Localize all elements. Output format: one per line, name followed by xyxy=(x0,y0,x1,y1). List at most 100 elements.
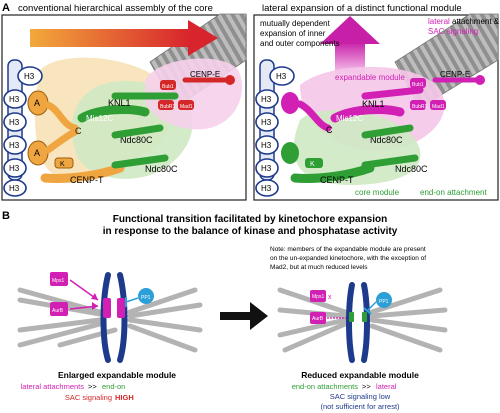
svg-text:H3: H3 xyxy=(276,72,287,81)
mis12c-label: Mis12C xyxy=(86,114,113,123)
note-line-2: on the un-expanded kinetochore, with the… xyxy=(270,255,426,262)
nucleosome-column-right: H3 H3 H3 H3 H3 H3 xyxy=(255,59,295,197)
left-caption-line-3: SAC signaling HIGH xyxy=(65,393,134,402)
right-caption-title: Reduced expandable module xyxy=(301,370,419,380)
core-module-right: K CENP-T Ndc80C Ndc80C core module xyxy=(290,124,428,197)
svg-text:AurB: AurB xyxy=(52,308,64,314)
chromosome-right xyxy=(346,282,370,363)
h3-nucleosome: H3 xyxy=(3,179,27,197)
pink-blob-left xyxy=(145,58,243,130)
svg-text:A: A xyxy=(34,148,40,158)
phosphatase-pp1-left: PP1 xyxy=(125,288,154,307)
note-line-1: Note: members of the expandable module a… xyxy=(270,246,426,253)
svg-text:C: C xyxy=(326,125,333,135)
svg-text:BubR1: BubR1 xyxy=(412,104,428,110)
svg-text:Mad1: Mad1 xyxy=(432,104,445,110)
expandable-module-label: expandable module xyxy=(335,73,405,82)
cenp-t-label: CENP-T xyxy=(70,175,104,185)
svg-text:BubR1: BubR1 xyxy=(160,104,176,110)
svg-text:Mad1: Mad1 xyxy=(180,104,193,110)
h3-nucleosome: H3 xyxy=(255,112,279,132)
ndc80c-label-1: Ndc80C xyxy=(120,135,153,145)
h3-nucleosome: H3 xyxy=(3,158,27,178)
h3-nucleosome: H3 xyxy=(255,135,279,155)
mutual-text-3: and outer components xyxy=(260,39,340,48)
left-caption-title: Enlarged expandable module xyxy=(58,370,176,380)
kinase-aurb-right: AurB xyxy=(310,312,346,324)
knl1-label: KNL1 xyxy=(108,98,131,108)
svg-text:Bub1: Bub1 xyxy=(412,82,424,88)
ndc80c-label-2: Ndc80C xyxy=(145,164,178,174)
cenp-k-label: K xyxy=(60,161,65,168)
mis12c-knl1-left: Mis12C KNL1 Ndc80C Ndc80C xyxy=(77,92,179,174)
inhibition-x: x xyxy=(328,294,332,301)
svg-text:H3: H3 xyxy=(9,164,20,173)
svg-text:AurB: AurB xyxy=(312,316,324,322)
right-caption-line-2: end-on attachments >> lateral xyxy=(292,382,397,391)
kinase-mps1-left: Mps1 xyxy=(50,272,99,301)
h3-nucleosome: H3 xyxy=(3,112,27,132)
svg-text:H3: H3 xyxy=(261,118,272,127)
spindle-left xyxy=(17,287,203,353)
svg-text:>>: >> xyxy=(88,382,97,391)
svg-text:H3: H3 xyxy=(261,184,272,193)
cenp-e-left: Bub1 BubR1 Mad1 CENP-E xyxy=(158,70,235,110)
panel-b-title-1: Functional transition facilitated by kin… xyxy=(113,214,388,225)
chromosome-left xyxy=(100,272,128,363)
svg-text:Ndc80C: Ndc80C xyxy=(370,135,403,145)
mutual-text-2: expansion of inner xyxy=(260,29,326,38)
gradient-arrow xyxy=(30,20,218,56)
svg-text:H3: H3 xyxy=(9,95,20,104)
panel-b-letter: B xyxy=(2,210,10,222)
h3-nucleosome: H3 xyxy=(17,66,43,86)
cenp-a-left: A A C K CENP-T xyxy=(27,90,125,185)
svg-text:Mps1: Mps1 xyxy=(312,294,324,300)
svg-text:H3: H3 xyxy=(9,184,20,193)
svg-text:PP1: PP1 xyxy=(141,295,151,301)
svg-text:end-on: end-on xyxy=(102,382,125,391)
panel-a-right-title: lateral expansion of a distinct function… xyxy=(262,3,462,14)
attachment-amp-label: attachment & xyxy=(452,17,500,26)
panel-a-letter: A xyxy=(2,2,10,14)
svg-text:H3: H3 xyxy=(261,164,272,173)
h3-nucleosome: H3 xyxy=(255,158,279,178)
left-caption-line-2: lateral attachments >> end-on xyxy=(21,382,126,391)
svg-text:Ndc80C: Ndc80C xyxy=(395,164,428,174)
svg-text:CENP-E: CENP-E xyxy=(440,70,470,79)
end-on-attachment-label: end-on attachment xyxy=(420,188,487,197)
note-line-3: Mad2, but at much reduced levels xyxy=(270,264,368,271)
phosphatase-pp1-right: PP1 xyxy=(363,292,392,315)
svg-text:H3: H3 xyxy=(24,72,35,81)
h3-nucleosome: H3 xyxy=(3,89,27,109)
svg-text:KNL1: KNL1 xyxy=(362,99,385,109)
nucleosome-column-left: H3 H3 H3 H3 H3 H3 xyxy=(3,59,43,197)
svg-text:CENP-T: CENP-T xyxy=(320,175,354,185)
kinase-mps1-right: Mps1 x xyxy=(310,290,332,302)
panel-b-title-2: in response to the balance of kinase and… xyxy=(103,226,398,237)
svg-text:end-on attachments: end-on attachments xyxy=(292,382,359,391)
svg-text:HIGH: HIGH xyxy=(115,393,134,402)
svg-text:A: A xyxy=(34,98,40,108)
svg-text:H3: H3 xyxy=(9,118,20,127)
cenp-e-label: CENP-E xyxy=(190,70,220,79)
expandable-module-right: C Mis12C KNL1 expandable module Bub1 Bub… xyxy=(281,70,485,164)
svg-text:lateral attachments: lateral attachments xyxy=(21,382,85,391)
svg-text:Mis12C: Mis12C xyxy=(336,114,363,123)
right-caption-sac: SAC signaling low xyxy=(330,392,391,401)
sac-signaling-label: SAC signaling xyxy=(428,27,478,36)
svg-text:H3: H3 xyxy=(9,141,20,150)
mutual-text-1: mutually dependent xyxy=(260,19,331,28)
svg-text:Bub1: Bub1 xyxy=(162,84,174,90)
svg-text:lateral: lateral xyxy=(376,382,397,391)
h3-nucleosome: H3 xyxy=(269,66,295,86)
svg-text:Mps1: Mps1 xyxy=(52,278,64,284)
svg-text:SAC signaling: SAC signaling xyxy=(65,393,112,402)
lateral-label: lateral xyxy=(428,17,450,26)
h3-nucleosome: H3 xyxy=(255,89,279,109)
h3-nucleosome: H3 xyxy=(255,179,279,197)
svg-text:PP1: PP1 xyxy=(379,299,389,305)
transition-arrow xyxy=(220,302,268,330)
kinase-aurb-left: AurB xyxy=(50,302,99,316)
core-module-label: core module xyxy=(355,188,400,197)
